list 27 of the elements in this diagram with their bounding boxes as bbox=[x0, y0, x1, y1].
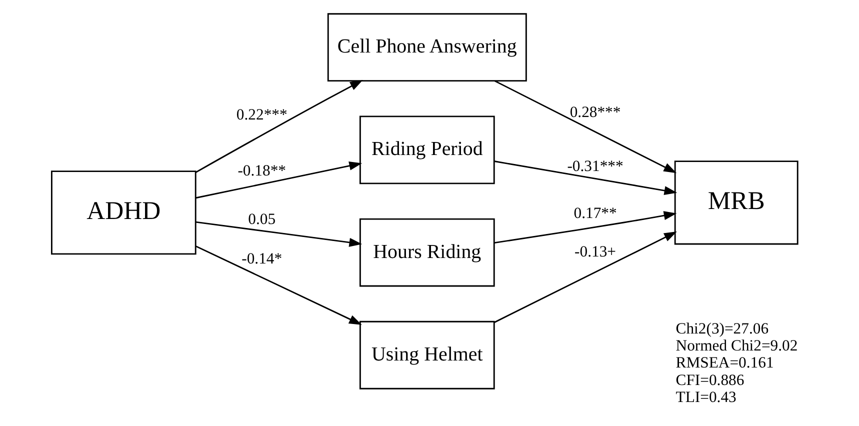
node-box: ADHD bbox=[50, 170, 196, 255]
arrow bbox=[494, 80, 676, 174]
edge-label: -0.18** bbox=[237, 162, 286, 180]
label: Chi2(3)=27.06 bbox=[675, 320, 768, 338]
node-box: Using Helmet bbox=[358, 320, 494, 390]
arrow bbox=[195, 246, 362, 325]
edge-label: 0.05 bbox=[248, 210, 276, 228]
arrow bbox=[494, 160, 677, 195]
node-box: Hours Riding bbox=[358, 218, 494, 287]
arrow bbox=[494, 211, 676, 244]
arrow bbox=[493, 232, 676, 324]
label: RMSEA=0.161 bbox=[675, 354, 774, 372]
label: TLI=0.43 bbox=[675, 388, 736, 406]
arrow bbox=[194, 80, 362, 173]
arrow bbox=[195, 161, 362, 199]
edge-label: -0.31*** bbox=[566, 158, 623, 176]
node-box: Cell Phone Answering bbox=[326, 13, 526, 82]
edge-label: -0.13+ bbox=[574, 244, 616, 261]
label: Normed Chi2=9.02 bbox=[675, 338, 798, 355]
edge-label: 0.28*** bbox=[569, 104, 620, 121]
node-box: Riding Period bbox=[358, 116, 494, 184]
edge-label: 0.17** bbox=[573, 205, 616, 222]
edge-label: -0.14* bbox=[241, 250, 282, 268]
arrow bbox=[195, 221, 362, 247]
label: CFI=0.886 bbox=[675, 372, 744, 389]
node-box: MRB bbox=[674, 160, 798, 245]
edge-label: 0.22*** bbox=[236, 106, 287, 124]
